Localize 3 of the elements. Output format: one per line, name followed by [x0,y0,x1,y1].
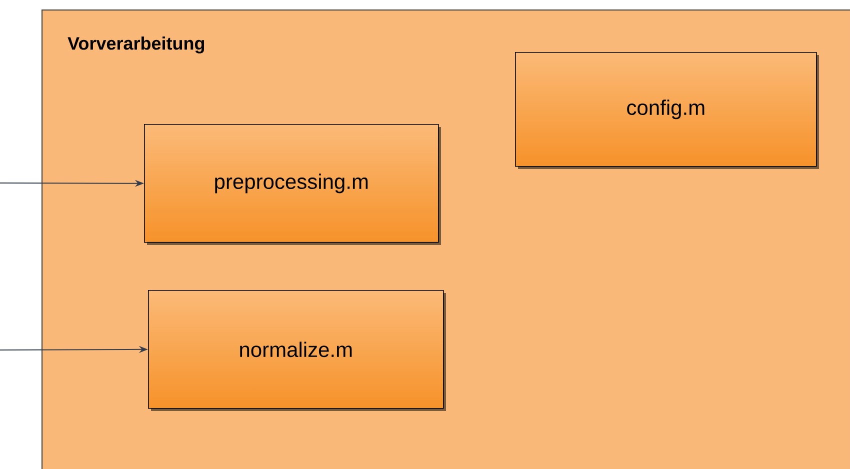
file-box: config.m [515,52,819,169]
file-box: preprocessing.m [144,124,441,245]
file-box: normalize.m [148,290,446,411]
